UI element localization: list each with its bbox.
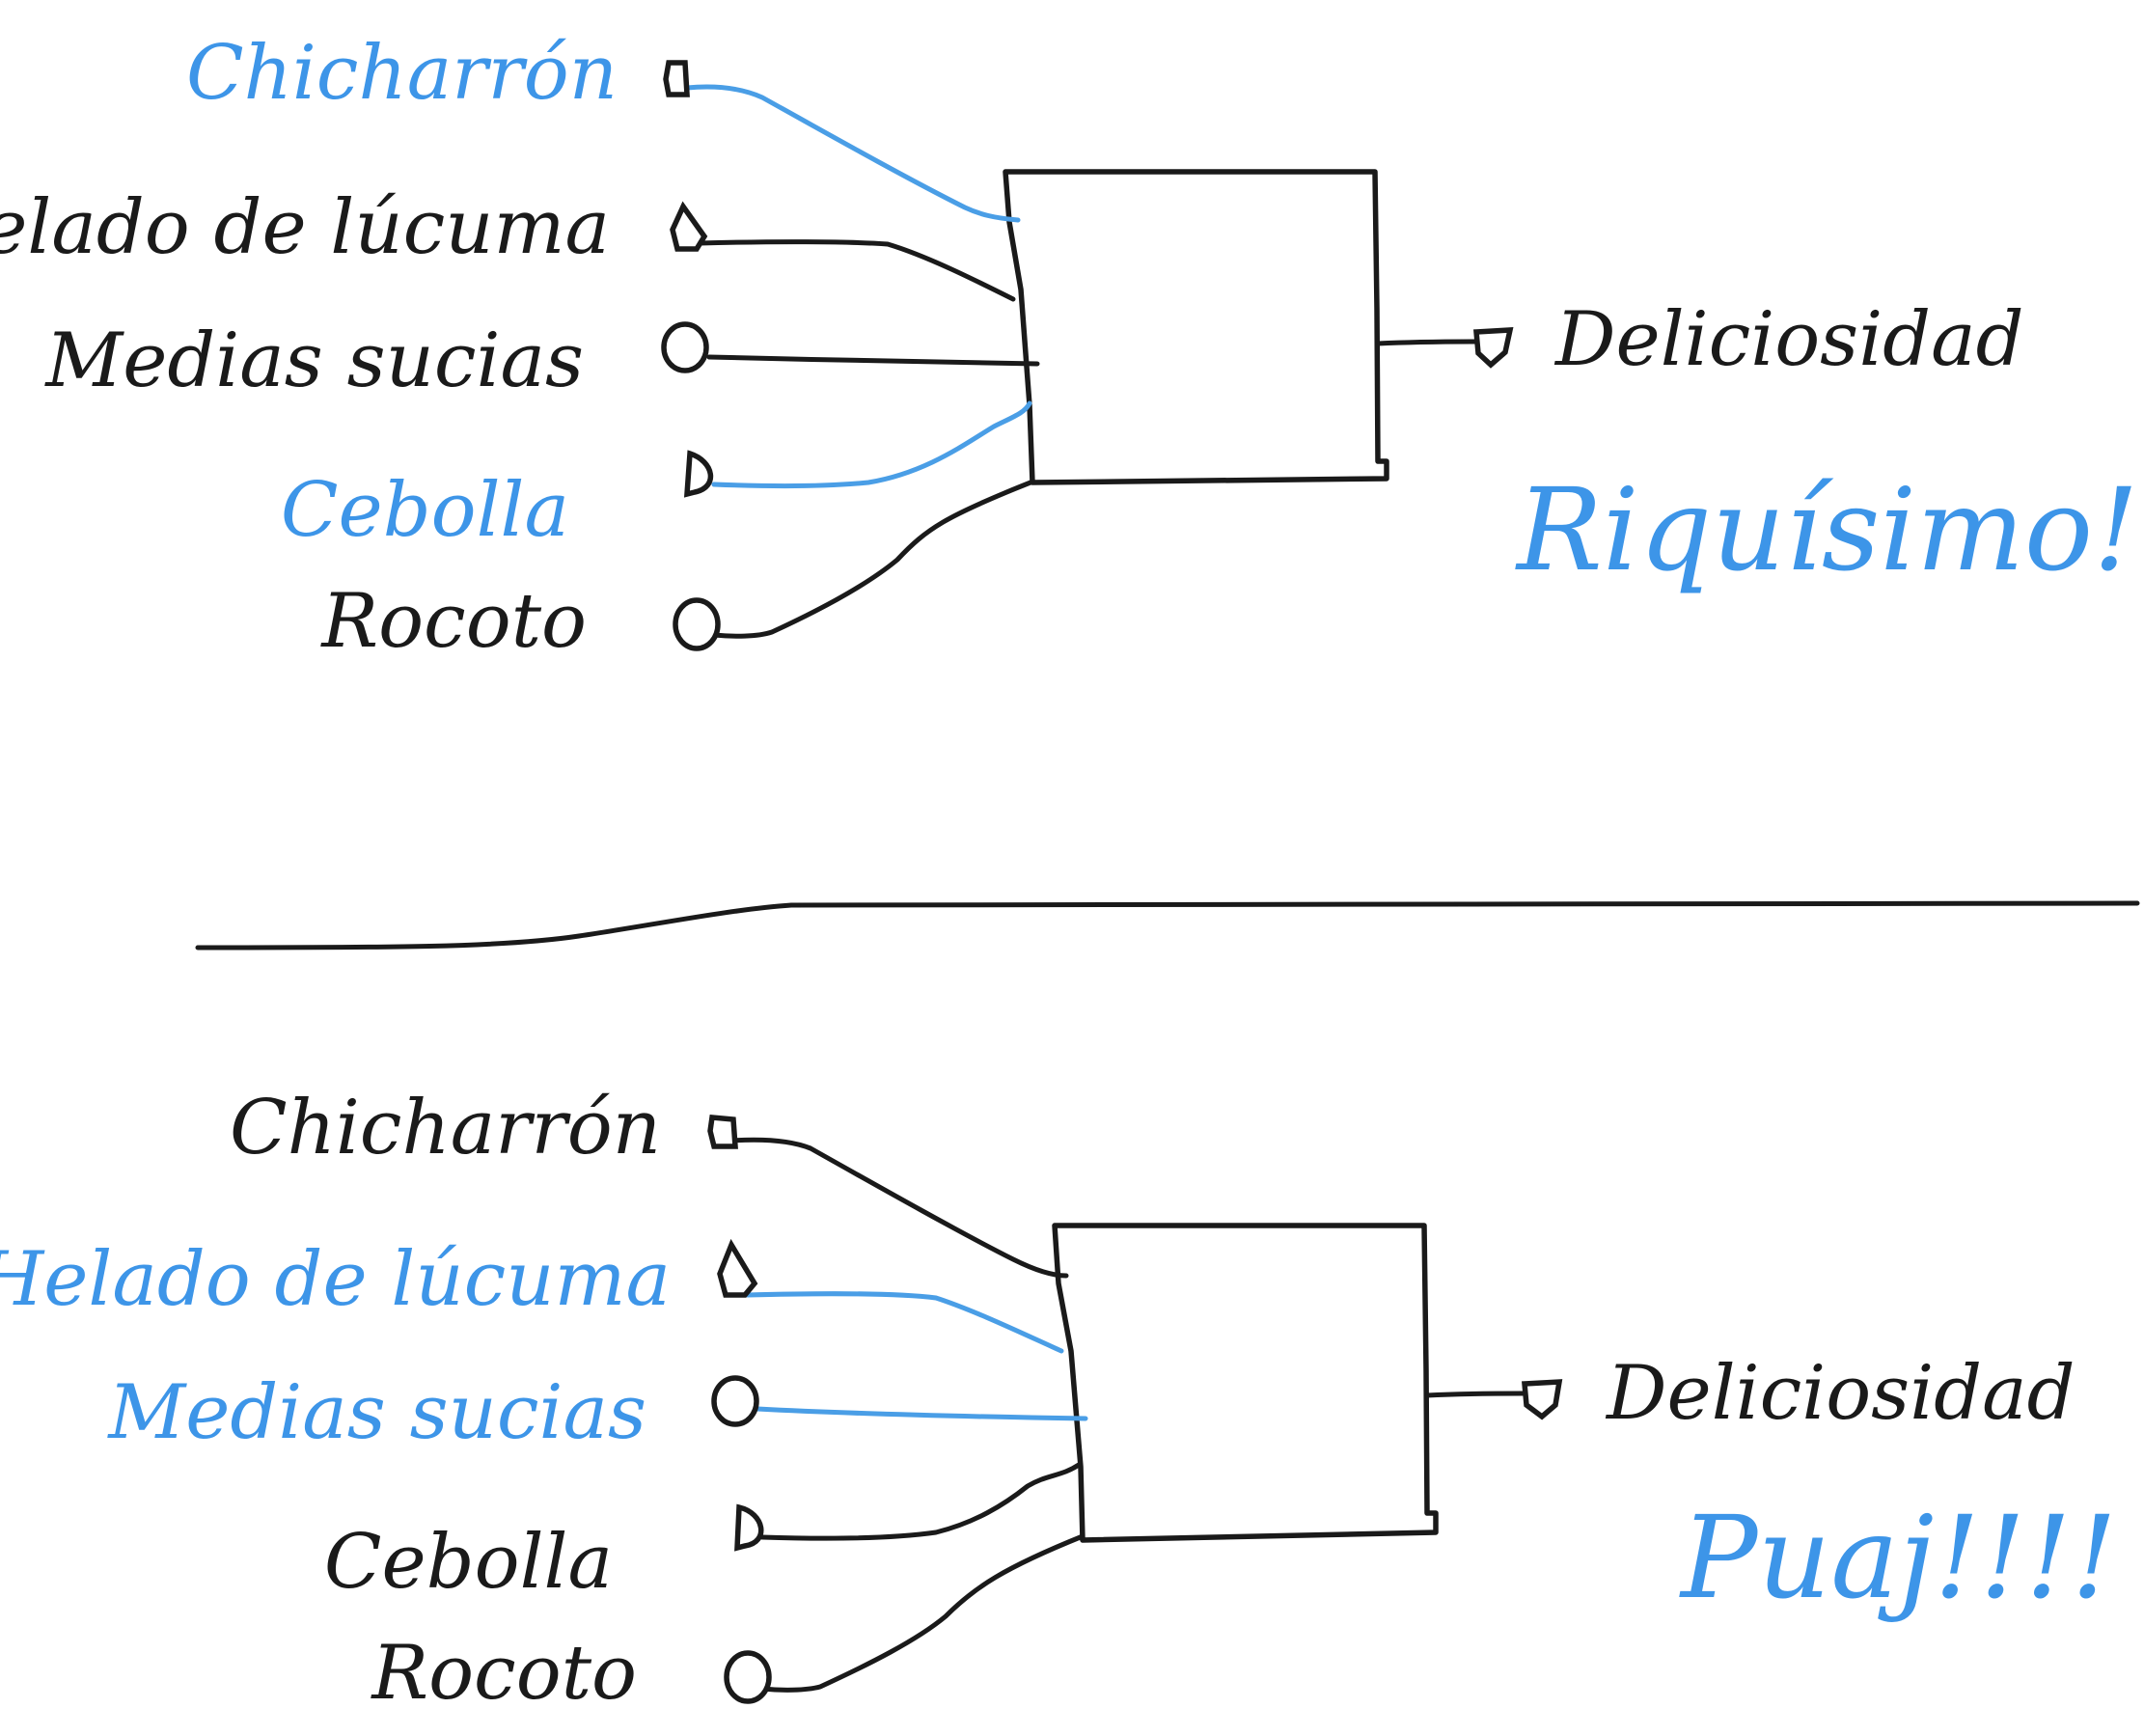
input-label-top-5: Rocoto (319, 578, 587, 665)
wire-bottom-5 (759, 1533, 1086, 1693)
port-bottom-2 (717, 1238, 758, 1298)
output-label-top: Deliciosidad (1553, 296, 2024, 383)
diagram-top: Chicharrón Helado de lúcuma Medias sucia… (0, 30, 2144, 665)
function-box-bottom (1052, 1223, 1439, 1543)
port-bottom-3 (711, 1375, 759, 1427)
port-top-4 (683, 450, 714, 498)
input-label-bottom-3: Medias sucias (106, 1369, 646, 1456)
wire-bottom-out (1424, 1391, 1526, 1398)
verdict-bottom: Puaj!!!! (1679, 1491, 2117, 1624)
wire-top-3 (706, 354, 1040, 367)
wire-top-out (1375, 339, 1479, 346)
port-top-2 (670, 201, 708, 252)
wire-bottom-2 (745, 1291, 1064, 1354)
input-label-bottom-2: Helado de lúcuma (0, 1236, 671, 1323)
diagram-bottom: Chicharrón Helado de lúcuma Medias sucia… (0, 1085, 2117, 1717)
wire-top-5 (711, 480, 1033, 639)
wire-top-1 (684, 84, 1021, 223)
port-bottom-out (1522, 1379, 1563, 1420)
input-label-top-2: Helado de lúcuma (0, 184, 610, 271)
wire-bottom-3 (755, 1406, 1088, 1421)
port-bottom-4 (734, 1503, 764, 1552)
port-top-1 (663, 60, 690, 97)
divider-line (195, 899, 2140, 951)
port-top-out (1473, 327, 1514, 369)
port-bottom-5 (724, 1650, 772, 1704)
wire-bottom-4 (759, 1462, 1082, 1541)
input-label-top-4: Cebolla (281, 467, 569, 554)
wire-bottom-1 (728, 1137, 1069, 1279)
input-label-bottom-4: Cebolla (324, 1519, 613, 1606)
input-label-top-3: Medias sucias (43, 317, 584, 404)
function-box-top (1003, 169, 1389, 485)
wire-top-4 (711, 400, 1032, 489)
port-top-5 (673, 597, 721, 651)
input-label-top-1: Chicharrón (186, 30, 618, 117)
wire-top-2 (697, 239, 1016, 302)
input-label-bottom-5: Rocoto (370, 1630, 637, 1717)
verdict-top: Riquísimo!!! (1515, 463, 2144, 596)
output-label-bottom: Deliciosidad (1605, 1350, 2075, 1437)
port-bottom-1 (707, 1115, 738, 1149)
port-top-3 (661, 321, 709, 373)
input-label-bottom-1: Chicharrón (230, 1085, 661, 1171)
